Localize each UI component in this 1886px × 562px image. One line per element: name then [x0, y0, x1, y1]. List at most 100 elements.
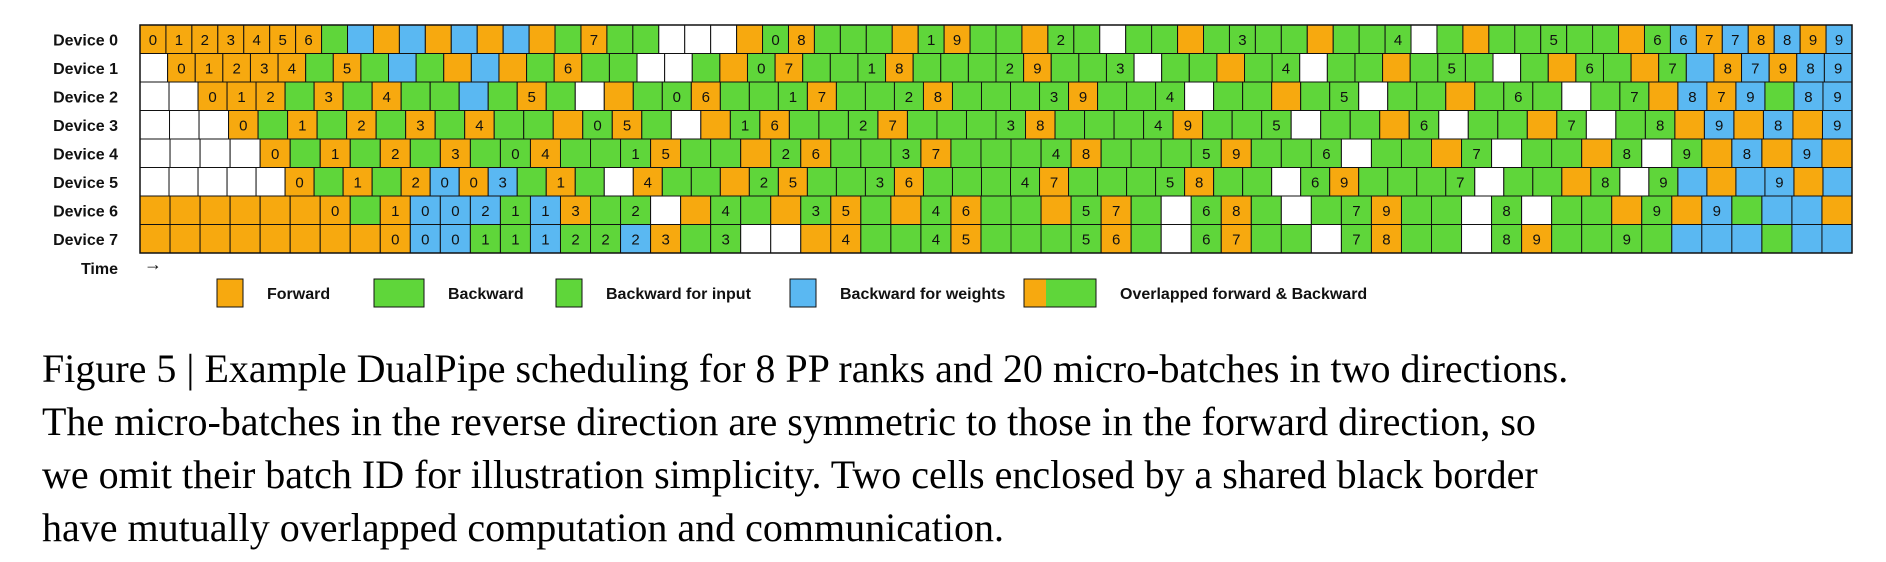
backward-cell: [559, 138, 592, 168]
empty-cell: [255, 167, 286, 197]
micro-batch-id: 7: [1705, 32, 1713, 49]
micro-batch-id: 7: [1630, 89, 1638, 106]
forward-cell: [800, 138, 832, 168]
micro-batch-id: 1: [353, 174, 361, 191]
backward-cell: [1126, 81, 1157, 111]
backward-cell: [830, 138, 862, 168]
backward-cell: [1540, 24, 1568, 54]
micro-batch-id: 7: [1352, 203, 1360, 220]
empty-cell: [1641, 138, 1673, 168]
micro-batch-id: 6: [1420, 117, 1428, 134]
legend-swatch-border: [1023, 278, 1097, 308]
forward-cell: [342, 167, 373, 197]
empty-cell: [1133, 53, 1163, 83]
backward-cell: [965, 110, 997, 140]
micro-batch-id: 8: [1232, 203, 1240, 220]
micro-batch-id: 8: [895, 60, 903, 77]
backward-cell: [839, 24, 867, 54]
empty-cell: [1585, 110, 1617, 140]
backward-weights-cell: [1671, 224, 1703, 254]
backward-cell: [1431, 224, 1463, 254]
backward-cell: [499, 195, 531, 225]
micro-batch-id: 0: [271, 146, 279, 163]
micro-batch-id: 1: [789, 89, 797, 106]
micro-batch-id: 1: [175, 32, 183, 49]
forward-cell: [289, 195, 321, 225]
micro-batch-id: 3: [227, 32, 235, 49]
micro-batch-id: 9: [1713, 203, 1721, 220]
backward-cell: [1387, 167, 1418, 197]
micro-batch-id: 5: [343, 60, 351, 77]
micro-batch-id: 1: [927, 32, 935, 49]
backward-cell: [995, 110, 1027, 140]
backward-cell: [499, 138, 531, 168]
backward-cell: [1010, 195, 1042, 225]
micro-batch-id: 4: [541, 146, 549, 163]
backward-cell: [1231, 110, 1263, 140]
backward-weights-cell: [458, 81, 489, 111]
micro-batch-id: 3: [324, 89, 332, 106]
device-label: Device 3: [53, 118, 118, 135]
micro-batch-id: 9: [953, 32, 961, 49]
backward-cell: [1658, 53, 1687, 83]
backward-cell: [257, 110, 289, 140]
backward-cell: [710, 138, 742, 168]
backward-weights-cell: [1735, 167, 1766, 197]
forward-cell: [1521, 224, 1553, 254]
micro-batch-id: 1: [541, 203, 549, 220]
micro-batch-id: 4: [1166, 89, 1174, 106]
micro-batch-id: 7: [1112, 203, 1120, 220]
backward-cell: [1244, 53, 1273, 83]
micro-batch-id: 5: [842, 203, 850, 220]
backward-cell: [1320, 110, 1351, 140]
backward-cell: [1326, 53, 1356, 83]
forward-cell: [346, 110, 377, 140]
backward-cell: [951, 167, 982, 197]
backward-cell: [818, 110, 849, 140]
empty-cell: [139, 167, 170, 197]
forward-cell: [1706, 81, 1737, 111]
backward-weights-cell: [388, 53, 417, 83]
caption-line: Figure 5 | Example DualPipe scheduling f…: [42, 346, 1569, 391]
micro-batch-id: 9: [1809, 32, 1817, 49]
legend-label: Backward: [448, 286, 524, 303]
forward-cell: [169, 224, 201, 254]
backward-weights-cell: [409, 224, 441, 254]
legend-swatch-backward: [1046, 279, 1096, 307]
legend-label: Backward for input: [606, 286, 752, 303]
backward-cell: [1160, 138, 1192, 168]
micro-batch-id: 9: [1835, 32, 1843, 49]
backward-weights-cell: [502, 24, 530, 54]
micro-batch-id: 6: [304, 32, 312, 49]
forward-cell: [770, 195, 802, 225]
backward-cell: [590, 138, 622, 168]
legend-swatch: [216, 278, 244, 308]
micro-batch-id: 4: [1282, 60, 1290, 77]
micro-batch-id: 1: [631, 146, 639, 163]
backward-cell: [860, 138, 892, 168]
backward-cell: [1050, 53, 1080, 83]
backward-cell: [680, 224, 712, 254]
micro-batch-id: 5: [1082, 231, 1090, 248]
micro-batch-id: 2: [905, 89, 913, 106]
micro-batch-id: 6: [812, 146, 820, 163]
micro-batch-id: 3: [571, 203, 579, 220]
backward-cell: [349, 195, 381, 225]
micro-batch-id: 1: [205, 60, 213, 77]
backward-weights-cell: [450, 24, 478, 54]
forward-cell: [284, 167, 315, 197]
micro-batch-id: 8: [1502, 231, 1510, 248]
micro-batch-id: 1: [511, 203, 519, 220]
forward-cell: [439, 138, 471, 168]
micro-batch-id: 7: [1668, 60, 1676, 77]
micro-batch-id: 2: [571, 231, 579, 248]
backward-cell: [740, 195, 772, 225]
backward-weights-cell: [1791, 195, 1823, 225]
legend-label: Forward: [267, 286, 330, 303]
empty-cell: [650, 195, 682, 225]
backward-cell: [1532, 167, 1563, 197]
backward-cell: [1190, 224, 1222, 254]
